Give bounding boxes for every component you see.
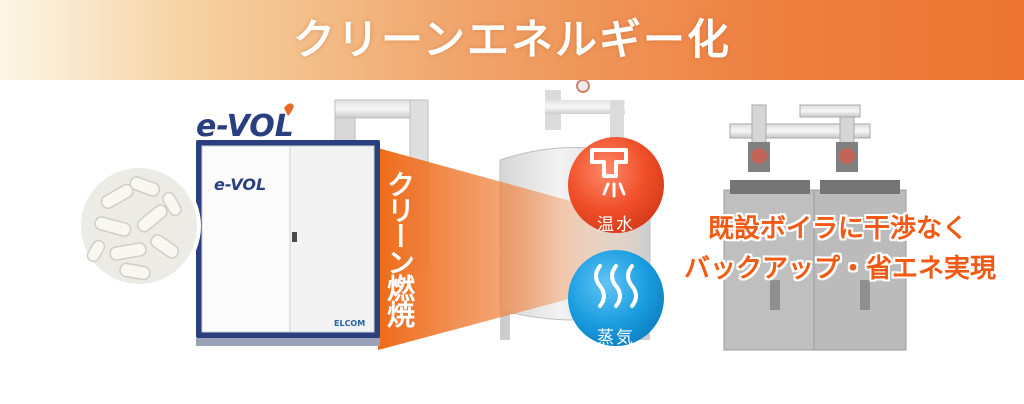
evol-logo: e-VOL (196, 103, 294, 144)
caption-line-1: 既設ボイラに干渉なく (708, 214, 969, 244)
steam-circle (568, 250, 664, 346)
caption-line-2: バックアップ・省エネ実現 (684, 254, 997, 284)
steam-label: 蒸気 (597, 328, 635, 348)
title-banner (0, 0, 1024, 80)
hot-water-circle (568, 137, 664, 233)
faucet-icon (590, 148, 628, 178)
existing-boilers (723, 104, 907, 351)
clean-combustion-label: クリーン燃焼 (383, 170, 416, 326)
svg-text:ELCOM: ELCOM (334, 319, 365, 328)
wood-pellets-image (77, 164, 201, 288)
banner-title: クリーンエネルギー化 (293, 15, 731, 64)
clean-combustion-beam (378, 148, 640, 350)
illustration: e-VOL e-VOL ELCOM (77, 80, 907, 351)
svg-text:e-VOL: e-VOL (214, 175, 266, 194)
svg-text:e-VOL: e-VOL (196, 109, 294, 144)
steam-icon (594, 264, 638, 308)
evol-cabinet: e-VOL (196, 140, 380, 346)
hot-water-label: 温水 (597, 215, 635, 235)
